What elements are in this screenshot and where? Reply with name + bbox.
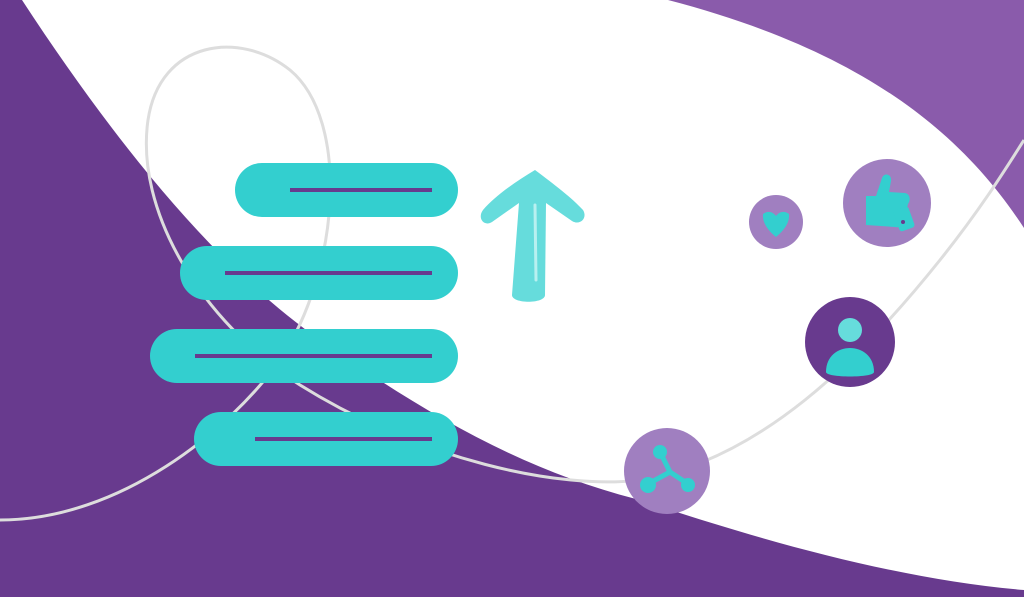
arrow-up-icon: [480, 170, 585, 302]
user-icon: [826, 318, 874, 377]
user-badge: [805, 297, 895, 387]
list-bars-icon: [150, 163, 458, 466]
heart-badge: [749, 195, 803, 249]
thumbs-up-badge: [843, 159, 931, 247]
share-nodes-icon: [640, 445, 695, 493]
heart-icon: [762, 211, 790, 237]
share-badge: [624, 428, 710, 514]
purple-top-right-region: [668, 0, 1024, 228]
